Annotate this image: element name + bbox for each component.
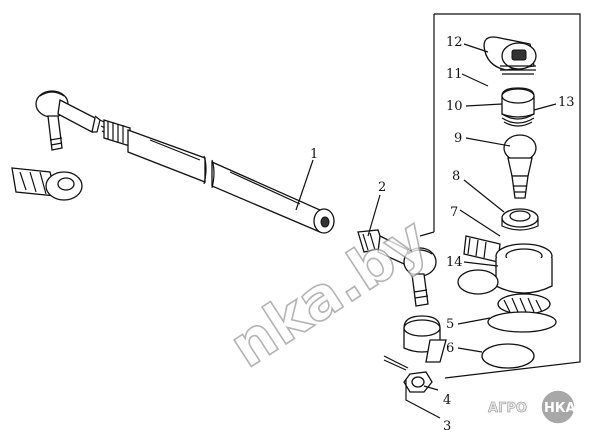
logo-text-nka: НКА (544, 401, 576, 416)
callout-4: 4 (443, 393, 451, 408)
logo-text-agro: АГРО (488, 401, 527, 416)
callout-6: 6 (446, 341, 454, 356)
callout-10: 10 (446, 99, 463, 114)
callout-9: 9 (454, 131, 462, 146)
callout-14: 14 (446, 255, 463, 270)
part-6-ring (481, 343, 535, 369)
callout-1: 1 (310, 147, 318, 162)
part-10-13-spring (501, 87, 535, 127)
callout-5: 5 (446, 317, 454, 332)
right-tie-rod-end (357, 229, 437, 307)
callout-7: 7 (450, 205, 458, 220)
part-5-cap (487, 293, 557, 333)
callout-13: 13 (558, 95, 575, 110)
logo-circle (540, 389, 576, 425)
leader-lines (295, 43, 557, 419)
callout-2: 2 (378, 180, 386, 195)
agronka-logo: АГРО НКА (488, 389, 576, 425)
part-14-ring (457, 269, 499, 295)
left-boot-clamp (11, 167, 83, 201)
part-12-plug (483, 36, 537, 75)
tie-rod-tube (103, 119, 335, 234)
part-9-ball-stud (503, 134, 537, 199)
dust-boot (403, 315, 447, 363)
part-7-housing (463, 235, 553, 294)
callout-8: 8 (452, 169, 460, 184)
callout-12: 12 (446, 35, 463, 50)
left-tie-rod-end (35, 90, 107, 151)
callout-3: 3 (443, 419, 451, 434)
callout-labels: 1 2 3 4 5 6 7 8 9 10 11 12 13 14 (310, 35, 575, 434)
exploded-view-frame (419, 13, 581, 379)
part-8-bushing (501, 208, 539, 231)
callout-11: 11 (446, 67, 463, 82)
cotter-pin-nut (383, 355, 433, 393)
